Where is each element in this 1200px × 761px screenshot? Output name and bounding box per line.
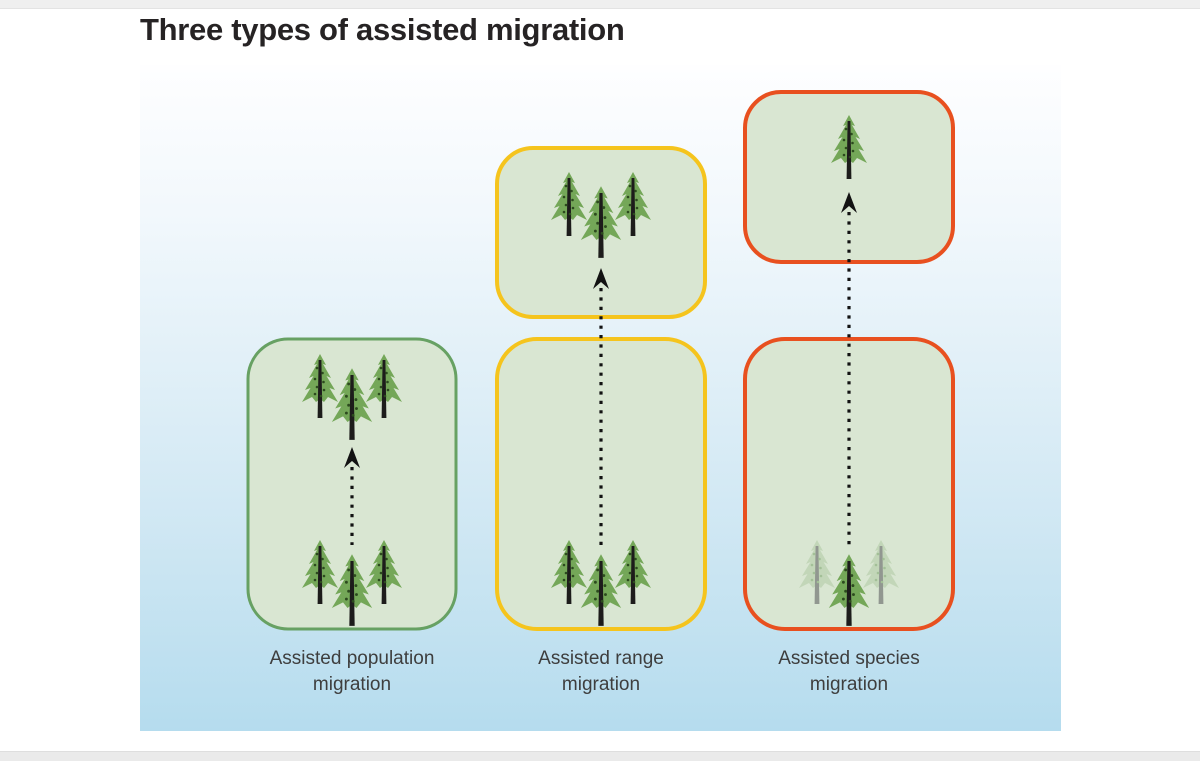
range-source-box — [495, 337, 707, 631]
panel-caption-population: Assisted population migration — [269, 648, 435, 696]
top-divider — [0, 0, 1200, 9]
population-habitat-box — [246, 337, 458, 631]
dotted-arrow-icon — [593, 268, 609, 545]
species-source-box — [743, 337, 955, 631]
diagram-canvas — [246, 90, 955, 631]
page-title: Three types of assisted migration — [140, 12, 625, 47]
panel-caption-species: Assisted species migration — [778, 648, 920, 696]
dotted-arrow-icon — [344, 447, 360, 545]
bottom-divider — [0, 751, 1200, 761]
migration-diagram: Assisted population migration Assisted r… — [140, 65, 1061, 731]
dotted-arrow-icon — [841, 192, 857, 548]
panel-caption-range: Assisted range migration — [538, 648, 664, 696]
